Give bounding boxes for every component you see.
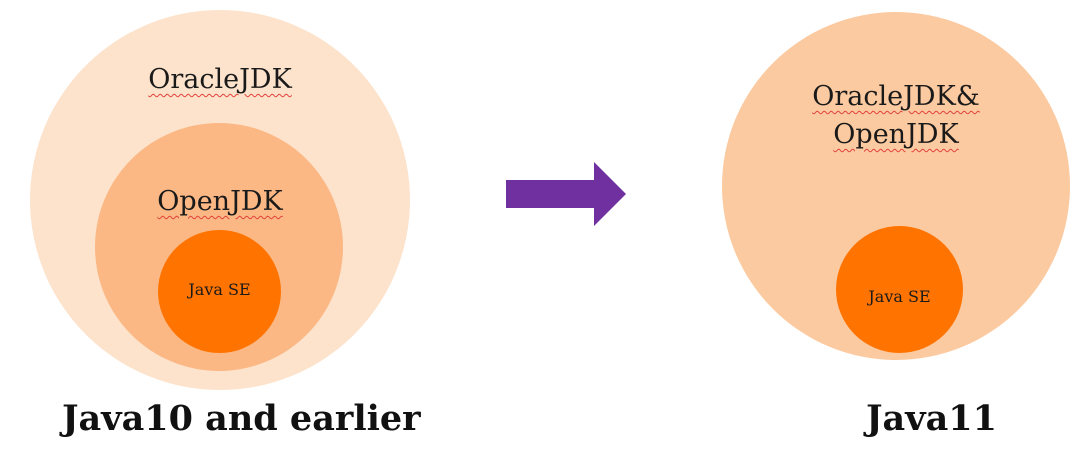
openjdk-label-text: OpenJDK [157, 186, 283, 217]
openjdk-label: OpenJDK [140, 186, 300, 217]
right-caption: Java11 [866, 398, 997, 439]
java-se-label-left: Java SE [188, 280, 251, 299]
openjdk-label-text-right: OpenJDK [833, 119, 959, 150]
java-se-core-circle-right [836, 226, 963, 353]
oraclejdk-openjdk-label: OracleJDK& OpenJDK [786, 78, 1006, 154]
oraclejdk-label-text: OracleJDK [148, 64, 292, 95]
java-se-label-right: Java SE [868, 287, 931, 306]
oraclejdk-amp-label-text: OracleJDK& [812, 81, 980, 112]
right-arrow-icon [506, 162, 626, 226]
left-caption: Java10 and earlier [62, 398, 421, 439]
java-se-core-circle-left [158, 230, 281, 353]
oraclejdk-label: OracleJDK [120, 64, 320, 95]
